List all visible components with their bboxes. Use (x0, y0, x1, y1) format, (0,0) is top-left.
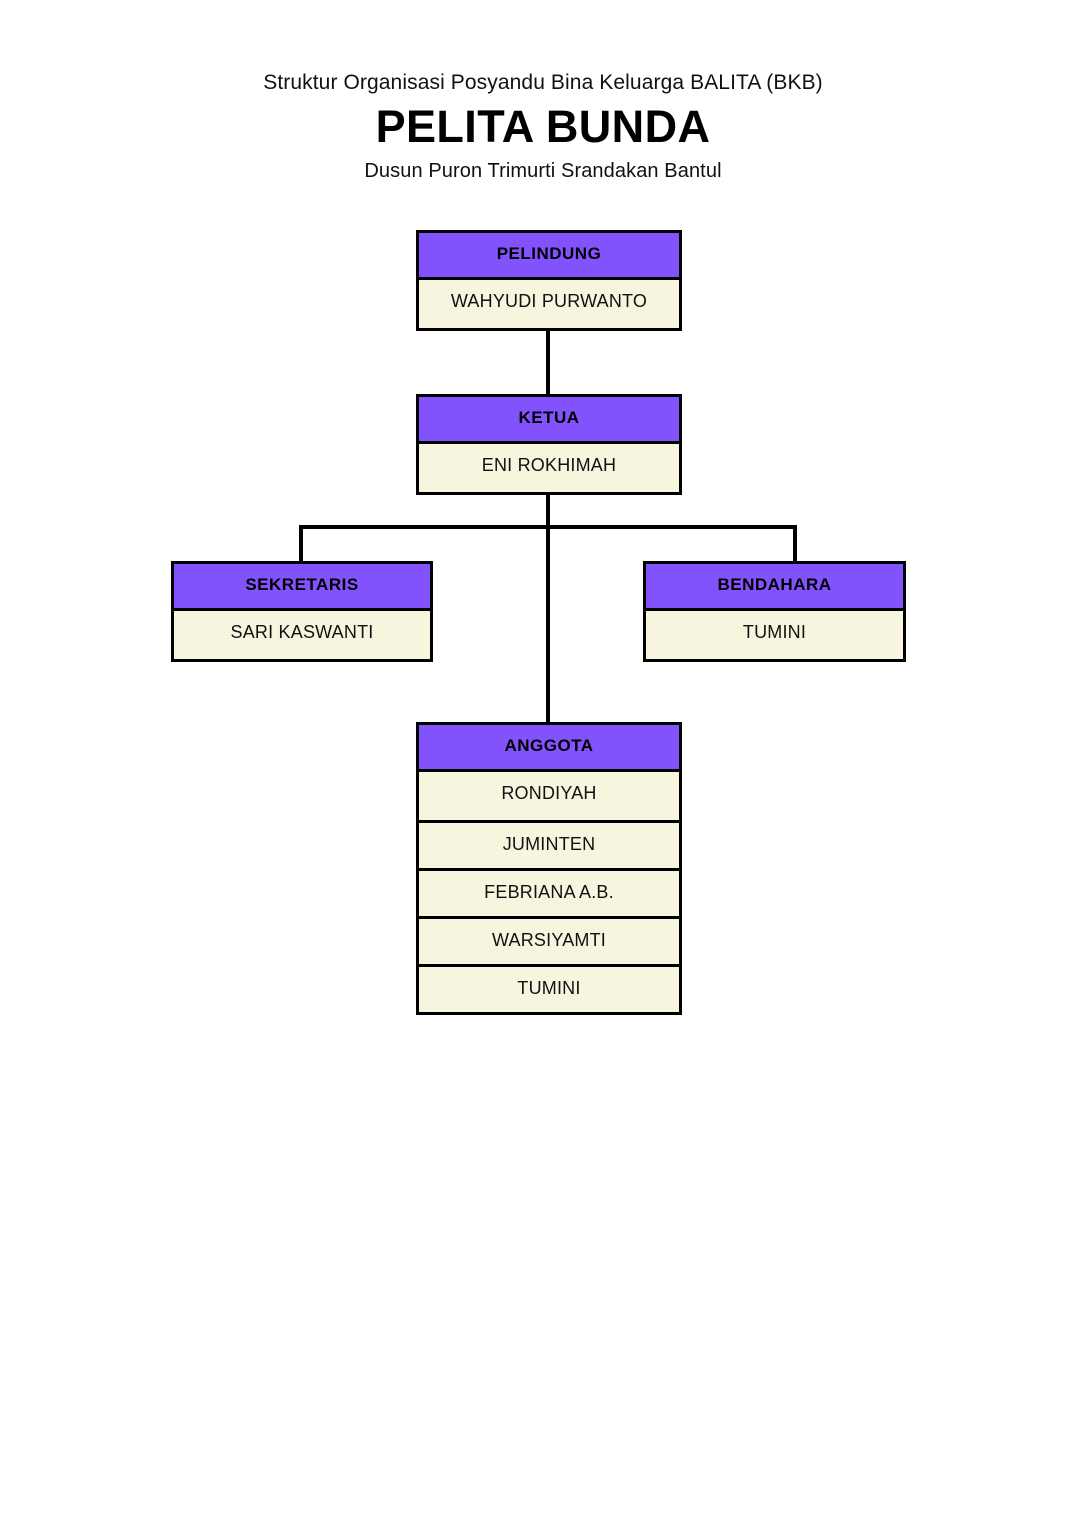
node-ketua[interactable]: KETUA ENI ROKHIMAH (416, 394, 682, 495)
chart-location-subtitle: Dusun Puron Trimurti Srandakan Bantul (364, 160, 722, 182)
node-anggota-member-3: WARSIYAMTI (419, 916, 679, 964)
chart-subtitle-top: Struktur Organisasi Posyandu Bina Keluar… (263, 71, 823, 94)
node-sekretaris-member-0: SARI KASWANTI (174, 611, 430, 659)
node-anggota-member-0: RONDIYAH (419, 772, 679, 820)
connector-horizontal-bus (299, 525, 797, 529)
organization-name: PELITA BUNDA (375, 101, 711, 152)
node-anggota-member-2: FEBRIANA A.B. (419, 868, 679, 916)
node-bendahara[interactable]: BENDAHARA TUMINI (643, 561, 906, 662)
node-pelindung-header: PELINDUNG (419, 233, 679, 280)
node-anggota-header: ANGGOTA (419, 725, 679, 772)
node-ketua-header: KETUA (419, 397, 679, 444)
node-sekretaris-header: SEKRETARIS (174, 564, 430, 611)
node-sekretaris[interactable]: SEKRETARIS SARI KASWANTI (171, 561, 433, 662)
node-bendahara-member-0: TUMINI (646, 611, 903, 659)
node-anggota-member-4: TUMINI (419, 964, 679, 1012)
node-pelindung[interactable]: PELINDUNG WAHYUDI PURWANTO (416, 230, 682, 331)
node-anggota-member-1: JUMINTEN (419, 820, 679, 868)
connector-bus-to-bendahara (793, 525, 797, 563)
node-anggota[interactable]: ANGGOTA RONDIYAH JUMINTEN FEBRIANA A.B. … (416, 722, 682, 1015)
node-ketua-member-0: ENI ROKHIMAH (419, 444, 679, 492)
node-pelindung-member-0: WAHYUDI PURWANTO (419, 280, 679, 328)
page-title-block: Struktur Organisasi Posyandu Bina Keluar… (0, 68, 1086, 186)
connector-bus-to-sekretaris (299, 525, 303, 563)
node-bendahara-header: BENDAHARA (646, 564, 903, 611)
connector-ketua-trunk (546, 490, 550, 730)
connector-pelindung-to-ketua (546, 327, 550, 397)
